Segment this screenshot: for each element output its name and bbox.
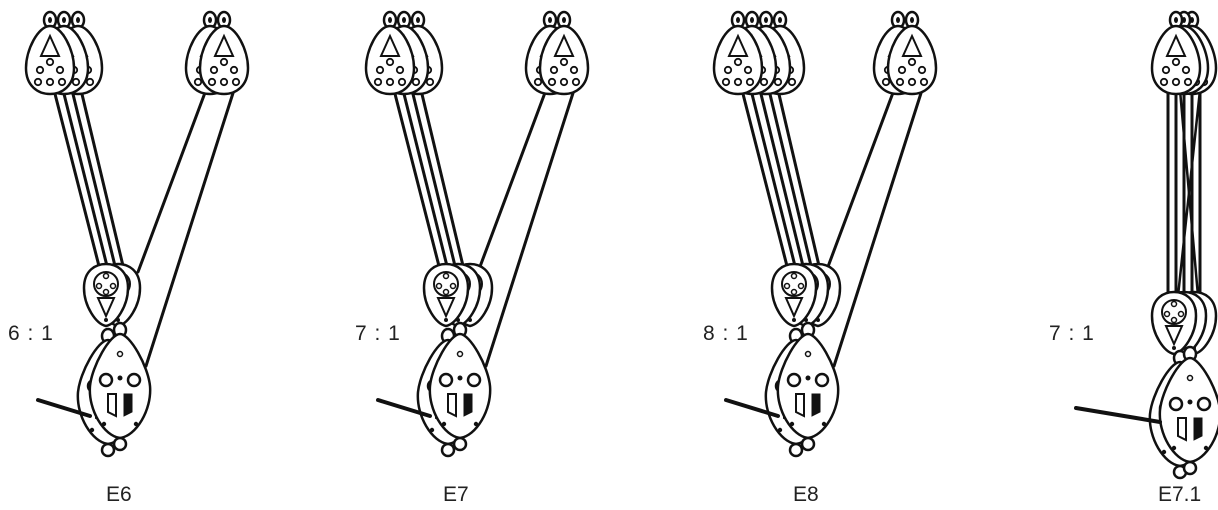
code-label-e6: E6 — [106, 483, 132, 507]
code-label-e7-1: E7.1 — [1158, 483, 1201, 507]
ratio-label-e6: 6 : 1 — [8, 322, 54, 346]
code-label-e8: E8 — [793, 483, 819, 507]
tackle-e8 — [714, 12, 936, 456]
ratio-label-e8: 8 : 1 — [703, 322, 749, 346]
tackle-e6 — [26, 12, 248, 456]
tackle-e7-1 — [1076, 12, 1218, 478]
tackle-e7 — [366, 12, 588, 456]
ratio-label-e7-1: 7 : 1 — [1049, 322, 1095, 346]
ratio-label-e7: 7 : 1 — [355, 322, 401, 346]
code-label-e7: E7 — [443, 483, 469, 507]
